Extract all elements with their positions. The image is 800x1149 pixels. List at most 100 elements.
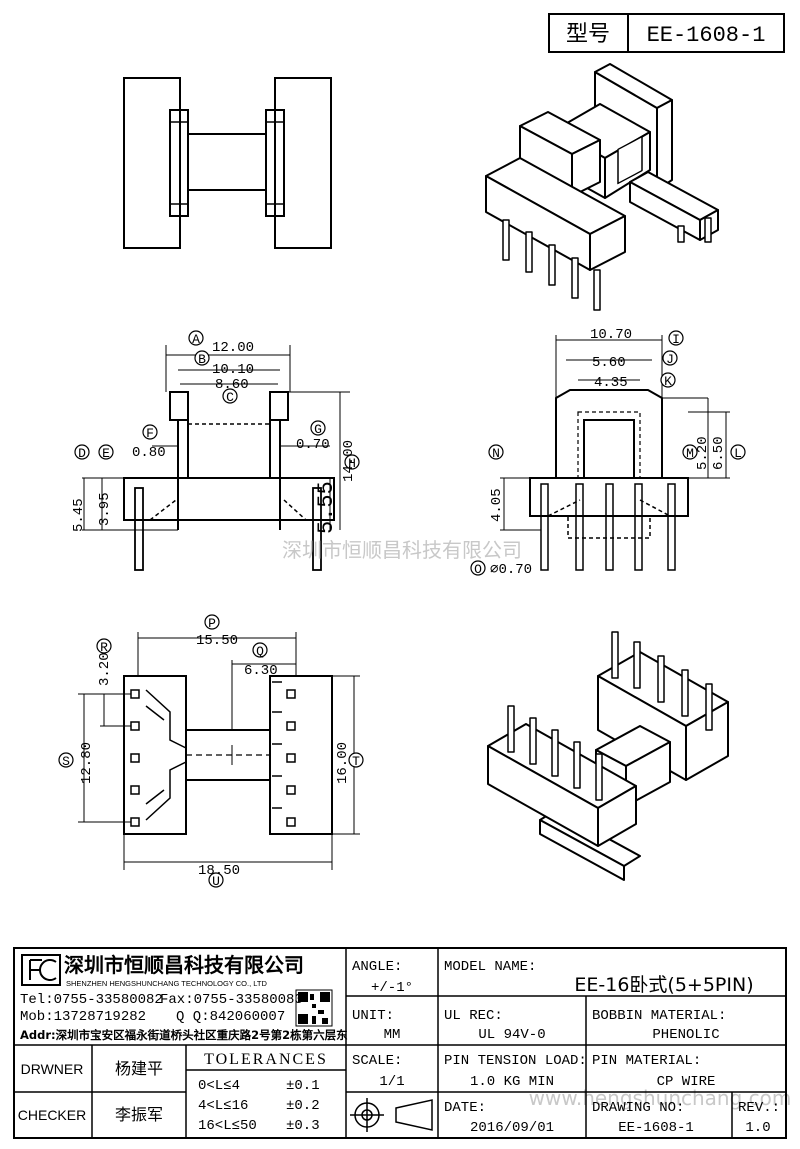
circle-M: M <box>686 446 694 461</box>
model-name-label: MODEL NAME: <box>444 959 536 975</box>
dim-C: 8.60 <box>215 377 249 393</box>
dim-B: 10.10 <box>212 362 254 378</box>
circle-I: I <box>672 332 680 347</box>
company-name-en: SHENZHEN HENGSHUNCHANG TECHNOLOGY CO., L… <box>66 979 267 988</box>
circle-D: D <box>78 446 86 461</box>
company-qq: Q Q:842060007 <box>176 1009 285 1025</box>
unit-label: UNIT: <box>352 1008 394 1024</box>
bottom-view-dims: 15.50 6.30 18.50 3.20 12.80 16.00 <box>79 633 351 879</box>
checker-label: CHECKER <box>18 1107 86 1123</box>
dim-U: 18.50 <box>198 863 240 879</box>
front-view-circles <box>74 330 360 470</box>
dim-G: 0.70 <box>296 437 330 453</box>
side-view <box>470 330 746 576</box>
dim-P: 15.50 <box>196 633 238 649</box>
tol-row-2-range: 4<L≤16 <box>198 1098 248 1114</box>
bobbin-material-label: BOBBIN MATERIAL: <box>592 1008 726 1024</box>
model-header: 型号 EE-1608-1 <box>548 13 785 53</box>
tolerances-label: TOLERANCES <box>204 1051 328 1068</box>
pin-material-label: PIN MATERIAL: <box>592 1053 701 1069</box>
drawer-value: 杨建平 <box>115 1059 163 1078</box>
pin-tension-label: PIN TENSION LOAD: <box>444 1053 587 1069</box>
tol-row-3-value: ±0.3 <box>286 1118 320 1134</box>
company-name-cn: 深圳市恒顺昌科技有限公司 <box>64 953 304 977</box>
front-view <box>74 330 360 571</box>
date-label: DATE: <box>444 1100 486 1116</box>
circle-T: T <box>352 754 360 769</box>
ulrec-label: UL REC: <box>444 1008 503 1024</box>
side-view-dims: 10.70 5.60 4.35 6.50 5.20 4.05 ⌀0.70 <box>489 327 727 578</box>
circle-H: H <box>348 456 356 471</box>
company-tel: Tel:0755-33580082 <box>20 992 163 1008</box>
company-fax: Fax:0755-33580083 <box>160 992 303 1008</box>
dim-H: 14.00 <box>341 440 357 482</box>
company-logo <box>21 954 61 986</box>
scale-value: 1/1 <box>379 1074 404 1090</box>
dim-F: 0.80 <box>132 445 166 461</box>
tol-row-1-range: 0<L≤4 <box>198 1078 240 1094</box>
circle-A: A <box>192 332 200 347</box>
front-view-dims: 12.00 10.10 8.60 0.80 0.70 5.45 3.95 14.… <box>71 340 357 534</box>
bottom-view-circle-letters: P Q R S T U <box>62 616 360 889</box>
unit-value: MM <box>384 1027 401 1043</box>
circle-L: L <box>734 446 742 461</box>
dim-K: 4.35 <box>594 375 628 391</box>
circle-N: N <box>492 446 500 461</box>
dim-I: 10.70 <box>590 327 632 343</box>
angle-label: ANGLE: <box>352 959 402 975</box>
pin-material-value: CP WIRE <box>657 1074 716 1090</box>
model-code: EE-1608-1 <box>647 23 766 48</box>
scale-label: SCALE: <box>352 1053 402 1069</box>
bobbin-material-value: PHENOLIC <box>652 1027 719 1043</box>
side-view-circle-letters: I J K L M N O <box>474 332 742 577</box>
projection-symbol <box>350 1098 433 1132</box>
circle-P: P <box>208 616 216 631</box>
drawer-label: DRWNER <box>21 1061 84 1077</box>
dim-Q: 6.30 <box>244 663 278 679</box>
dim-J: 5.60 <box>592 355 626 371</box>
dim-T: 16.00 <box>335 742 351 784</box>
checker-value: 李振军 <box>115 1105 163 1124</box>
front-view-circle-letters: A B C D E F G H <box>78 332 356 471</box>
title-block <box>13 947 787 1139</box>
iso-view-top <box>485 63 719 311</box>
circle-Q: Q <box>256 644 264 659</box>
circle-U: U <box>212 874 220 889</box>
circle-C: C <box>226 390 234 405</box>
qr-code <box>295 989 333 1027</box>
tol-row-3-range: 16<L≤50 <box>198 1118 257 1134</box>
circle-F: F <box>146 426 154 441</box>
pin-tension-value: 1.0 KG MIN <box>470 1074 554 1090</box>
tol-row-1-value: ±0.1 <box>286 1078 320 1094</box>
dim-center: 5.55 <box>314 481 339 534</box>
bottom-view <box>58 614 364 888</box>
circle-B: B <box>198 352 206 367</box>
type-label: 型号 <box>566 22 610 47</box>
drawing-no-value: EE-1608-1 <box>618 1120 694 1136</box>
circle-S: S <box>62 754 70 769</box>
dim-L: 6.50 <box>711 436 727 470</box>
dim-E: 3.95 <box>97 492 113 526</box>
watermark-center: 深圳市恒顺昌科技有限公司 <box>282 538 522 562</box>
watermark-footer: www.hengshunchang.com <box>529 1086 792 1110</box>
top-view <box>123 77 332 249</box>
dim-O: ⌀0.70 <box>490 562 532 578</box>
circle-G: G <box>314 422 322 437</box>
circle-J: J <box>666 352 674 367</box>
dim-A: 12.00 <box>212 340 254 356</box>
circle-K: K <box>664 374 672 389</box>
drawing-no-label: DRAWING NO: <box>592 1100 684 1116</box>
angle-value: +/-1° <box>371 980 413 996</box>
dim-S: 12.80 <box>79 742 95 784</box>
dim-M: 5.20 <box>695 436 711 470</box>
tol-row-2-value: ±0.2 <box>286 1098 320 1114</box>
circle-R: R <box>100 640 108 655</box>
dim-R: 3.20 <box>97 652 113 686</box>
company-mob: Mob:13728719282 <box>20 1009 146 1025</box>
dim-N: 4.05 <box>489 488 505 522</box>
rev-value: 1.0 <box>745 1120 770 1136</box>
circle-O: O <box>474 562 482 577</box>
rev-label: REV.: <box>738 1100 780 1116</box>
company-addr: Addr:深圳市宝安区福永街道桥头社区重庆路2号第2栋第六层东 <box>20 1028 348 1042</box>
